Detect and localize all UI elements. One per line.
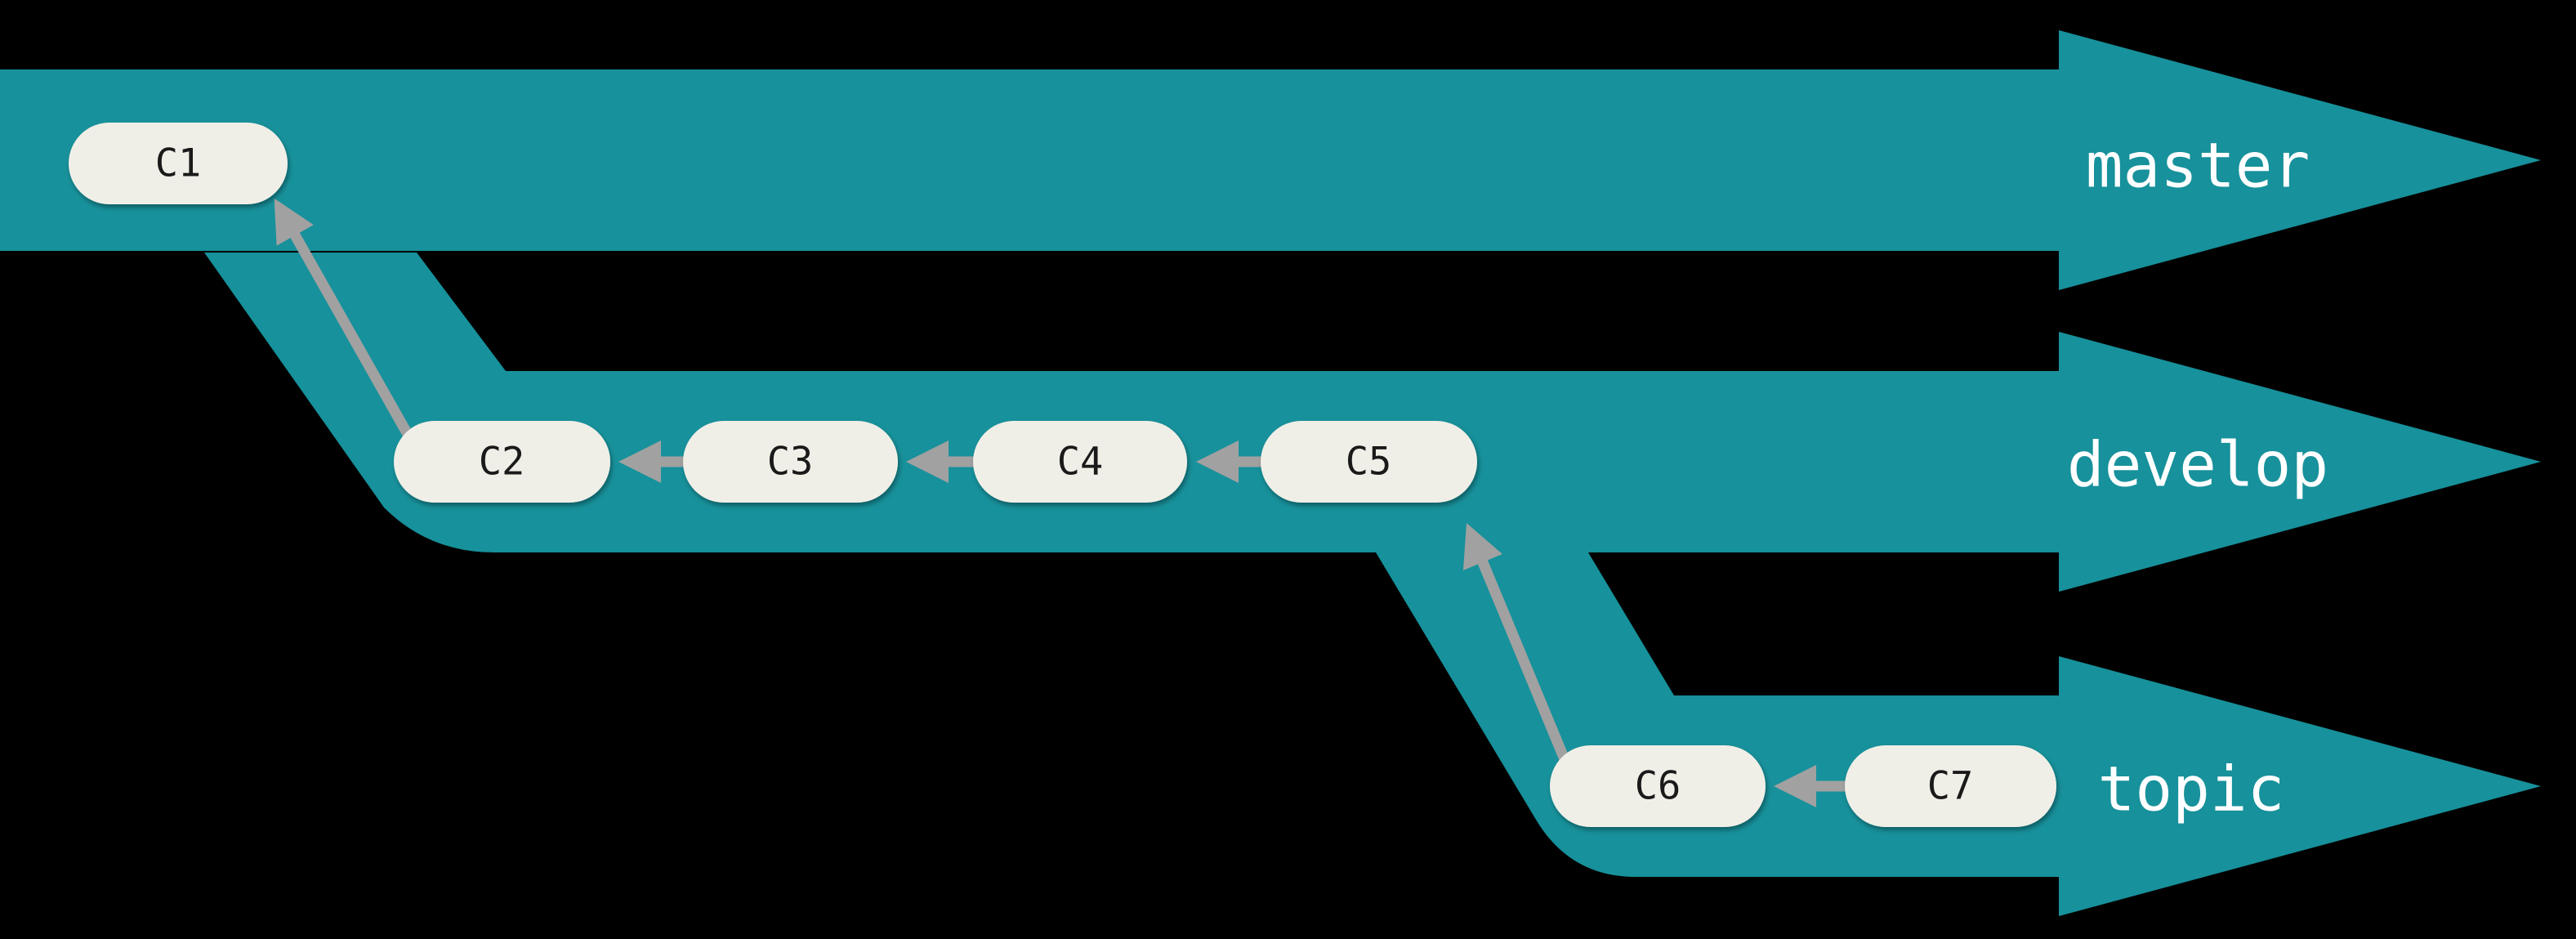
commit-label-c3: C3 [767,440,814,485]
commit-label-c7: C7 [1927,764,1974,809]
commit-label-c1: C1 [155,141,202,186]
master-branch-lane [0,30,2541,290]
commit-node-c3 [683,421,898,503]
commit-nodes [69,123,2056,827]
commit-node-c5 [1261,421,1477,503]
commit-label-c2: C2 [479,440,525,485]
commit-label-c6: C6 [1635,764,1681,809]
commit-node-c1 [69,123,288,204]
branch-labels: master develop topic [2067,129,2328,825]
edge-c2-to-c1-arrow [274,198,417,446]
commit-node-c7 [1845,745,2056,827]
commit-node-c4 [973,421,1187,503]
commit-labels: C1 C2 C3 C4 C5 C6 C7 [155,141,1974,809]
commit-edges [274,198,1849,807]
branch-label-topic: topic [2098,753,2285,825]
commit-node-c6 [1550,745,1766,827]
branch-label-develop: develop [2067,428,2328,501]
branch-label-master: master [2086,129,2310,202]
commit-label-c4: C4 [1057,440,1104,485]
edge-c6-to-c5-arrow [1462,522,1572,766]
commit-node-c2 [394,421,610,503]
commit-label-c5: C5 [1346,440,1392,485]
